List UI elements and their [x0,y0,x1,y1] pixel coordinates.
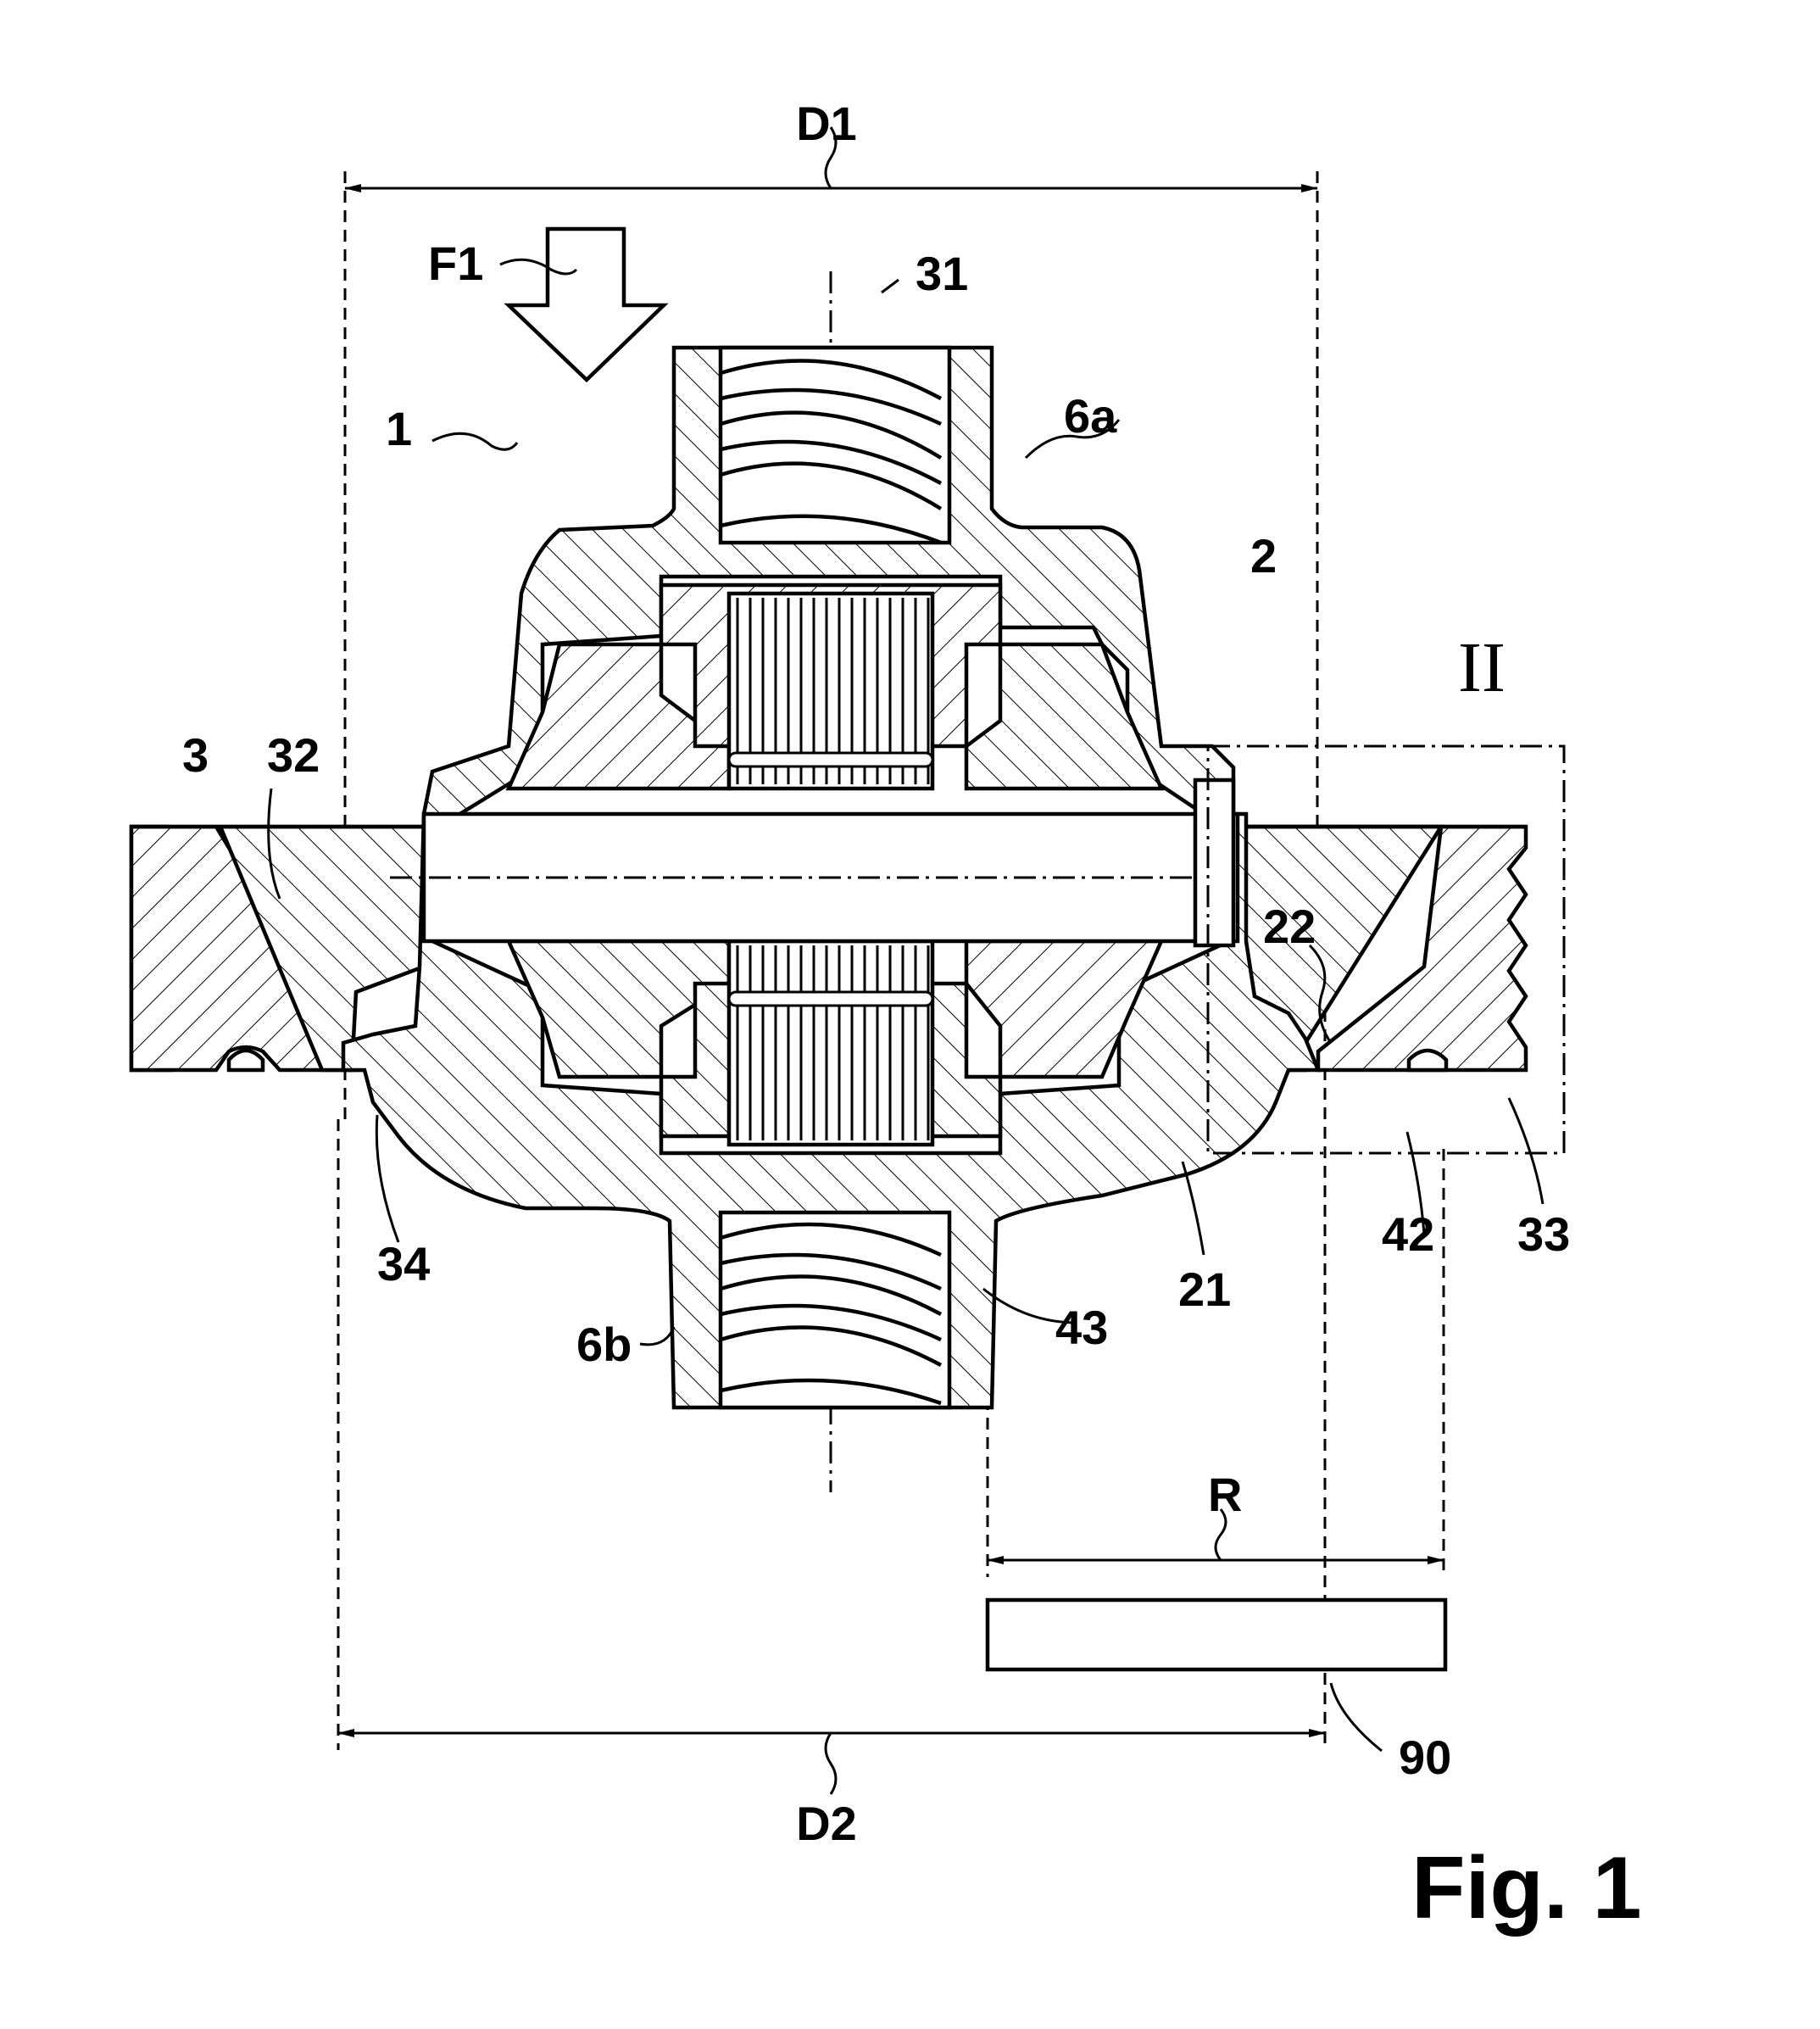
lower-spline-pack [726,939,935,1147]
bevel-gear-upper-right [964,642,1165,791]
label-2: 2 [1250,529,1277,583]
dimension-d1 [344,126,1318,192]
leader-lines [267,258,1544,1753]
label-32: 32 [267,728,320,782]
label-r: R [1208,1468,1242,1521]
dimension-r [987,1508,1444,1564]
label-42: 42 [1382,1207,1434,1261]
label-6b: 6b [576,1318,632,1371]
label-d2: D2 [796,1797,857,1850]
label-21: 21 [1178,1263,1231,1316]
label-43: 43 [1055,1301,1108,1354]
bevel-gear-lower-right [964,939,1165,1079]
spring-6a [720,359,943,545]
ring-section-right [1235,824,1528,1073]
label-31: 31 [916,247,968,300]
force-arrow [504,226,669,383]
upper-spline-pack [726,591,935,791]
label-6a: 6a [1064,389,1117,443]
label-f1: F1 [428,237,483,290]
label-90: 90 [1399,1731,1451,1784]
reference-body-90 [985,1597,1448,1672]
detail-marker-label: II [1458,628,1506,707]
cross-shaft [390,778,1240,948]
dimension-d2 [337,1729,1326,1795]
label-34: 34 [377,1237,430,1290]
label-22: 22 [1263,900,1316,953]
label-3: 3 [182,728,209,782]
label-33: 33 [1517,1207,1570,1261]
ring-section-left [129,824,426,1073]
figure-caption: Fig. 1 [1411,1839,1642,1937]
detail-box-ii [1206,744,1566,1155]
label-d1: D1 [796,97,857,150]
label-1: 1 [386,402,412,455]
spring-6b [720,1222,943,1406]
